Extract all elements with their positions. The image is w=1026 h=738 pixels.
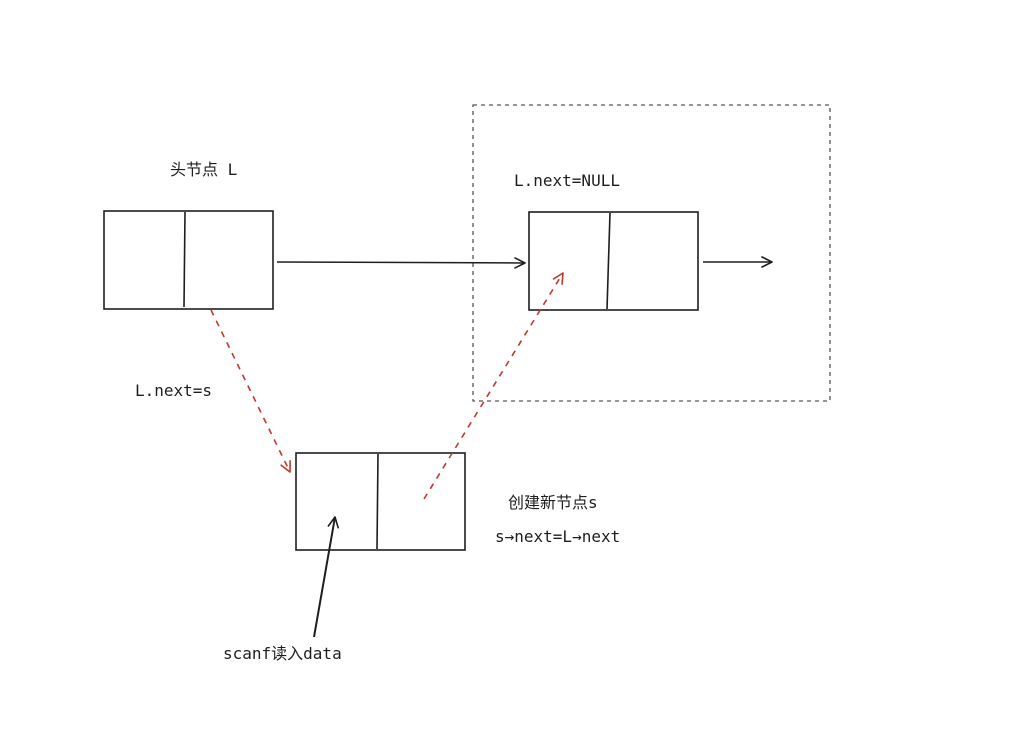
scanf-arrow <box>313 516 340 638</box>
head-node-label: 头节点 L <box>170 160 238 179</box>
new-to-next-dashed-arrow <box>423 272 564 500</box>
head-to-new-dashed-arrow <box>210 309 291 473</box>
next-node-box <box>528 211 699 311</box>
create-node-label: 创建新节点s <box>508 493 598 512</box>
lnext-s-label: L.next=s <box>135 381 213 400</box>
new-node-box <box>295 452 466 551</box>
dashed-container <box>472 104 831 402</box>
head-to-next-arrow <box>276 257 526 269</box>
scanf-label: scanf读入data <box>223 644 342 663</box>
lnext-null-label: L.next=NULL <box>514 171 620 190</box>
head-node-box <box>103 210 274 310</box>
s-next-label: s→next=L→next <box>495 527 621 546</box>
